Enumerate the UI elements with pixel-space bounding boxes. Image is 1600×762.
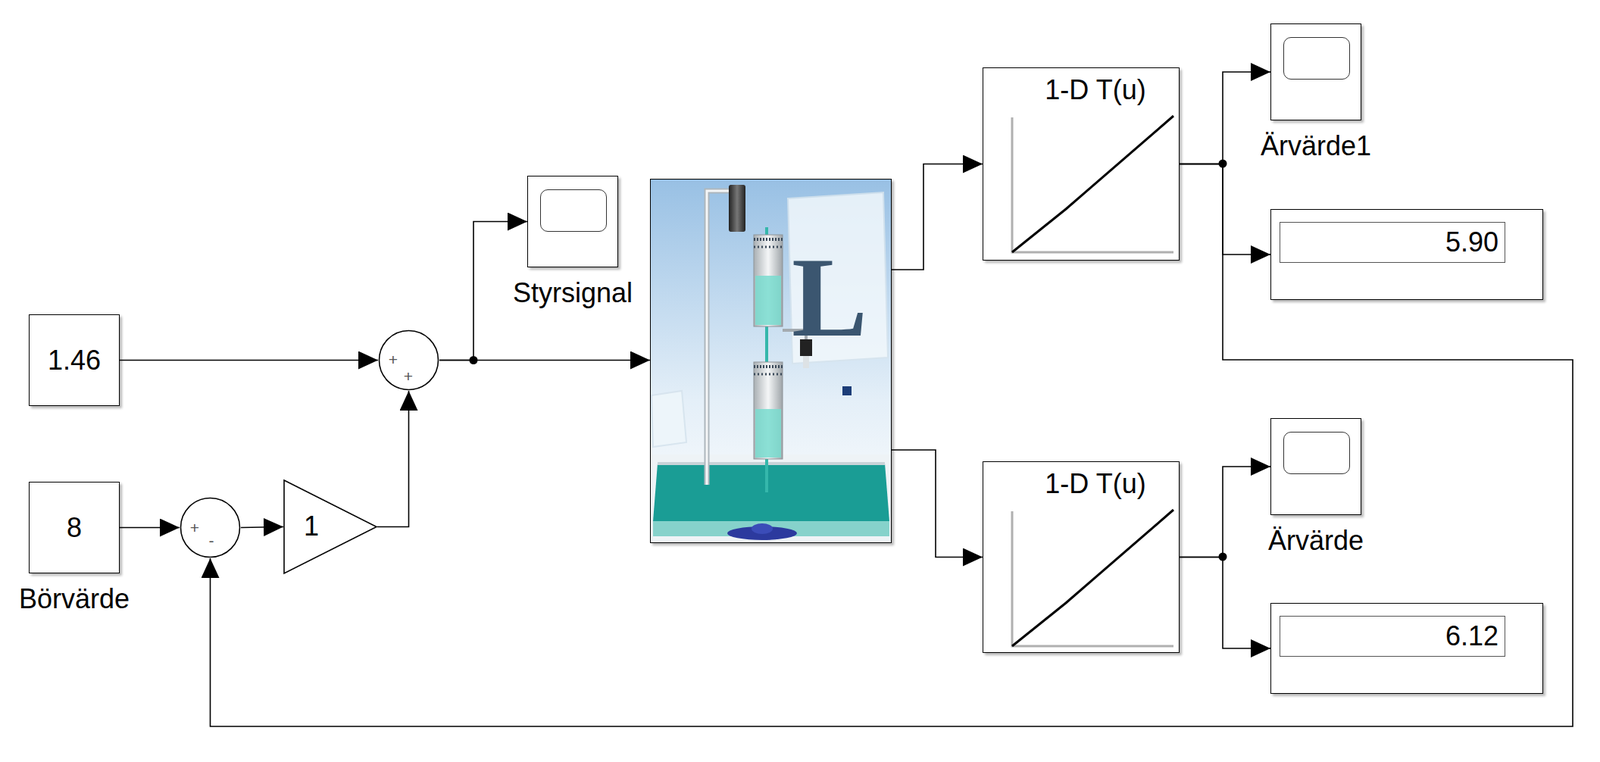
drawing-part bbox=[706, 190, 739, 485]
drawing-part bbox=[753, 234, 783, 327]
signal-line bbox=[240, 527, 284, 529]
drawing-part bbox=[753, 362, 783, 460]
signal-line bbox=[119, 359, 379, 362]
scope-label: Ärvärde1 bbox=[1260, 130, 1372, 162]
signal-line bbox=[1179, 466, 1271, 558]
gain-outline bbox=[283, 479, 378, 575]
drawing-part bbox=[650, 454, 892, 544]
signal-line bbox=[210, 164, 1574, 728]
drawing-part bbox=[753, 246, 783, 249]
sign-label: + bbox=[403, 368, 413, 385]
drawing-part bbox=[706, 190, 739, 485]
drawing-part bbox=[469, 356, 479, 365]
signal-line bbox=[1179, 71, 1271, 165]
sign-label: - bbox=[209, 532, 215, 549]
scope-screen bbox=[1283, 37, 1350, 80]
signal-line bbox=[119, 527, 180, 529]
drawing-part bbox=[1012, 509, 1174, 647]
drawing-part bbox=[753, 365, 783, 369]
display-value: 6.12 bbox=[1445, 620, 1499, 652]
drawing-part bbox=[751, 523, 773, 535]
lookup-table-block: 1-D T(u) bbox=[982, 461, 1180, 654]
scope-block: Ärvärde1 bbox=[1270, 23, 1362, 121]
lookup-graph bbox=[1012, 115, 1174, 253]
block-title: 1-D T(u) bbox=[1044, 74, 1146, 106]
signal-line bbox=[891, 450, 983, 558]
drawing-part bbox=[803, 356, 810, 369]
lookup-table-block: 1-D T(u) bbox=[982, 67, 1180, 261]
sign-label: + bbox=[190, 519, 200, 536]
signal-line bbox=[377, 390, 410, 528]
drawing-part bbox=[753, 373, 783, 376]
signal-line bbox=[1179, 164, 1271, 256]
connector-group bbox=[119, 71, 1573, 727]
drawing-part bbox=[753, 237, 783, 241]
scope-block: Styrsignal bbox=[527, 175, 619, 268]
display-field: 6.12 bbox=[1279, 615, 1506, 657]
display-block: 6.12 bbox=[1270, 603, 1544, 694]
gain-triangle-shape bbox=[284, 480, 377, 574]
sum-outline bbox=[179, 496, 241, 559]
block-label: Börvärde bbox=[18, 583, 130, 615]
scope-screen bbox=[1283, 431, 1350, 475]
gain-triangle: 1 bbox=[283, 479, 378, 575]
drawing-part bbox=[653, 463, 890, 522]
drawing-part bbox=[787, 192, 888, 364]
lookup-graph bbox=[1012, 509, 1174, 647]
block-title: 1-D T(u) bbox=[1044, 468, 1146, 500]
drawing-part bbox=[755, 275, 782, 325]
block-value: 8 bbox=[66, 512, 82, 544]
display-field: 5.90 bbox=[1279, 221, 1506, 263]
drawing-part bbox=[728, 184, 746, 232]
drawing-part bbox=[1218, 159, 1228, 169]
sum-circle: ++ bbox=[378, 329, 440, 391]
scope-label: Ärvärde bbox=[1268, 525, 1364, 557]
sum-circle: +- bbox=[179, 496, 241, 559]
constant-block: 8Börvärde bbox=[28, 481, 120, 574]
scope-screen bbox=[540, 189, 607, 232]
drawing-part bbox=[1012, 115, 1174, 253]
block-value: 1.46 bbox=[47, 344, 101, 376]
sum-circle-shape bbox=[181, 498, 241, 558]
signal-line bbox=[891, 164, 983, 271]
gain-value: 1 bbox=[303, 510, 319, 542]
display-value: 5.90 bbox=[1445, 226, 1499, 258]
drawing-part bbox=[842, 386, 852, 396]
scope-block: Ärvärde bbox=[1270, 418, 1362, 516]
display-block: 5.90 bbox=[1270, 209, 1544, 300]
constant-block: 1.46 bbox=[28, 314, 120, 407]
sum-circle-shape bbox=[379, 331, 439, 391]
drawing-part bbox=[755, 409, 782, 458]
drawing-part bbox=[1218, 553, 1228, 562]
scope-label: Styrsignal bbox=[512, 277, 633, 309]
sign-label: + bbox=[388, 351, 398, 368]
drawing-part bbox=[650, 178, 892, 475]
drawing-part bbox=[651, 390, 687, 447]
signal-line bbox=[1179, 557, 1271, 650]
branch-dots bbox=[469, 159, 1228, 562]
drawing-part bbox=[657, 462, 885, 466]
tank-illustration bbox=[650, 178, 892, 544]
plant-block: L bbox=[650, 178, 892, 544]
logo-letter: L bbox=[791, 240, 868, 354]
